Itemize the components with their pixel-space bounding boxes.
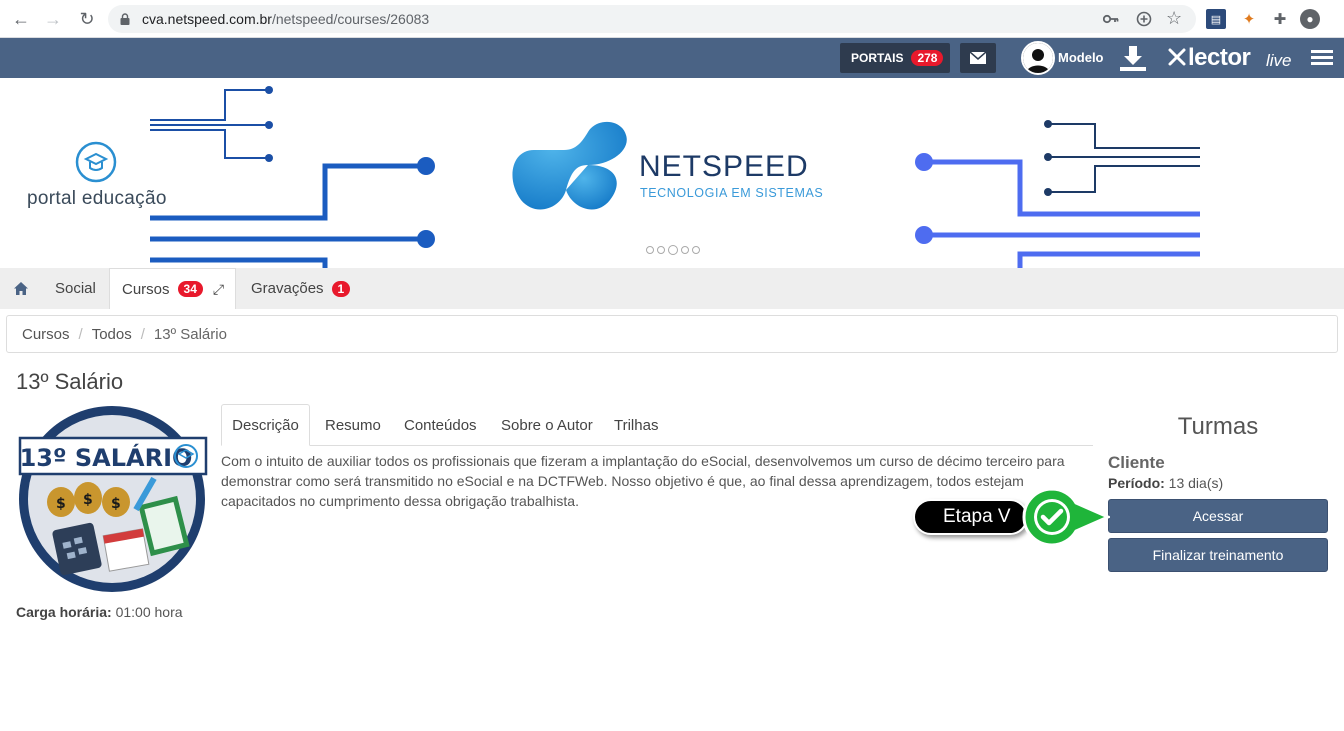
tab-sobre-o-autor[interactable]: Sobre o Autor — [501, 416, 593, 434]
breadcrumb-current: 13º Salário — [153, 325, 227, 343]
lector-mark-icon — [1168, 48, 1186, 66]
tab-cursos[interactable]: Cursos 34 ⤢ — [109, 268, 236, 309]
course-image-label: 13º SALÁRIO — [20, 443, 193, 472]
tab-conteudos[interactable]: Conteúdos — [404, 416, 477, 434]
browser-toolbar: ← → ↻ cva.netspeed.com.br/netspeed/cours… — [0, 0, 1344, 38]
breadcrumb-separator: / — [140, 325, 145, 343]
main-tabs: Social Cursos 34 ⤢ Gravações 1 — [0, 268, 1344, 309]
lock-icon — [120, 13, 130, 25]
turma-periodo: Período: 13 dia(s) — [1108, 475, 1223, 491]
netspeed-subtitle: TECNOLOGIA EM SISTEMAS — [640, 186, 824, 200]
cursos-count-badge: 34 — [177, 281, 203, 297]
page-title: 13º Salário — [16, 369, 124, 394]
url-text: cva.netspeed.com.br/netspeed/courses/260… — [142, 11, 429, 27]
mail-button[interactable] — [960, 43, 996, 73]
circuit-lines-left — [150, 86, 435, 268]
download-icon[interactable] — [1118, 43, 1148, 73]
envelope-icon — [970, 52, 986, 64]
tab-gravacoes[interactable]: Gravações 1 — [251, 268, 351, 309]
breadcrumb-cursos[interactable]: Cursos — [22, 325, 70, 343]
forward-arrow-icon[interactable]: → — [44, 8, 62, 29]
app-header: PORTAIS 278 Modelo lector live — [0, 38, 1344, 78]
acessar-button[interactable]: Acessar — [1108, 499, 1328, 533]
portais-label: PORTAIS — [851, 51, 904, 65]
svg-text:$: $ — [83, 492, 93, 508]
course-image: 13º SALÁRIO $ $ $ — [18, 406, 208, 592]
tab-cursos-label: Cursos — [122, 280, 170, 298]
gravacoes-count-badge: 1 — [331, 280, 351, 297]
carousel-dot[interactable] — [681, 246, 689, 254]
back-arrow-icon[interactable]: ← — [12, 8, 30, 29]
tab-gravacoes-label: Gravações — [251, 280, 324, 297]
url-host: cva.netspeed.com.br — [142, 11, 272, 27]
tab-descricao[interactable]: Descrição — [221, 404, 310, 446]
turma-name: Cliente — [1108, 453, 1165, 472]
profile-icon[interactable]: ● — [1300, 9, 1320, 29]
etapa-callout: Etapa V — [913, 499, 1028, 535]
course-description: Com o intuito de auxiliar todos os profi… — [221, 453, 1065, 509]
lector-brand-suffix: live — [1266, 51, 1292, 70]
home-icon — [14, 282, 28, 295]
user-silhouette-icon — [1023, 43, 1053, 73]
extension-reader-icon[interactable]: ▤ — [1206, 9, 1226, 29]
username[interactable]: Modelo — [1058, 50, 1104, 65]
key-icon[interactable] — [1103, 13, 1119, 25]
breadcrumb-todos[interactable]: Todos — [91, 325, 132, 343]
hamburger-menu-icon[interactable] — [1311, 48, 1333, 68]
carousel-dot[interactable] — [657, 246, 665, 254]
finalizar-treinamento-button[interactable]: Finalizar treinamento — [1108, 538, 1328, 572]
tab-trilhas[interactable]: Trilhas — [614, 416, 659, 434]
content-tabs: Descrição Resumo Conteúdos Sobre o Autor… — [221, 404, 1093, 446]
carousel-indicators — [646, 245, 700, 255]
svg-text:$: $ — [111, 496, 121, 512]
turmas-title: Turmas — [1177, 413, 1259, 440]
reload-icon[interactable]: ↻ — [79, 8, 95, 29]
banner-carousel: portal educação NETSPEED TECNOLOGIA EM S… — [0, 78, 1344, 268]
address-bar[interactable]: cva.netspeed.com.br/netspeed/courses/260… — [108, 5, 1196, 33]
tab-social[interactable]: Social — [55, 280, 96, 297]
lector-brand: lector — [1188, 44, 1251, 71]
portal-educacao-logo — [75, 141, 117, 183]
extensions-puzzle-icon[interactable]: ✚ — [1273, 11, 1287, 28]
bookmark-star-icon[interactable]: ☆ — [1166, 8, 1183, 28]
carga-horaria-value: 01:00 hora — [115, 604, 183, 620]
zoom-icon[interactable] — [1136, 11, 1152, 27]
netspeed-logo-mark — [512, 121, 627, 210]
periodo-label: Período: — [1108, 475, 1165, 491]
portais-button[interactable]: PORTAIS 278 — [840, 43, 950, 73]
circuit-lines-right — [915, 120, 1200, 268]
portais-count-badge: 278 — [911, 50, 944, 66]
lector-live-logo[interactable]: lector live — [1166, 44, 1294, 72]
url-path: /netspeed/courses/26083 — [271, 11, 430, 27]
carousel-dot[interactable] — [692, 246, 700, 254]
svg-text:$: $ — [56, 496, 66, 512]
avatar[interactable] — [1021, 41, 1055, 75]
netspeed-title: NETSPEED — [639, 150, 809, 183]
extension-color-icon[interactable]: ✦ — [1242, 11, 1256, 28]
checkmark-arrow-icon — [1022, 487, 1110, 547]
periodo-value: 13 dia(s) — [1168, 475, 1224, 491]
carga-horaria: Carga horária: 01:00 hora — [16, 604, 183, 620]
carga-horaria-label: Carga horária: — [16, 604, 112, 620]
expand-icon[interactable]: ⤢ — [212, 280, 225, 297]
breadcrumb-separator: / — [78, 325, 83, 343]
tab-home[interactable] — [0, 268, 42, 309]
portal-educacao-text: portal educação — [27, 188, 167, 209]
breadcrumb: Cursos / Todos / 13º Salário — [6, 315, 1338, 353]
carousel-dot[interactable] — [668, 245, 678, 255]
tab-resumo[interactable]: Resumo — [325, 416, 381, 434]
carousel-dot[interactable] — [646, 246, 654, 254]
